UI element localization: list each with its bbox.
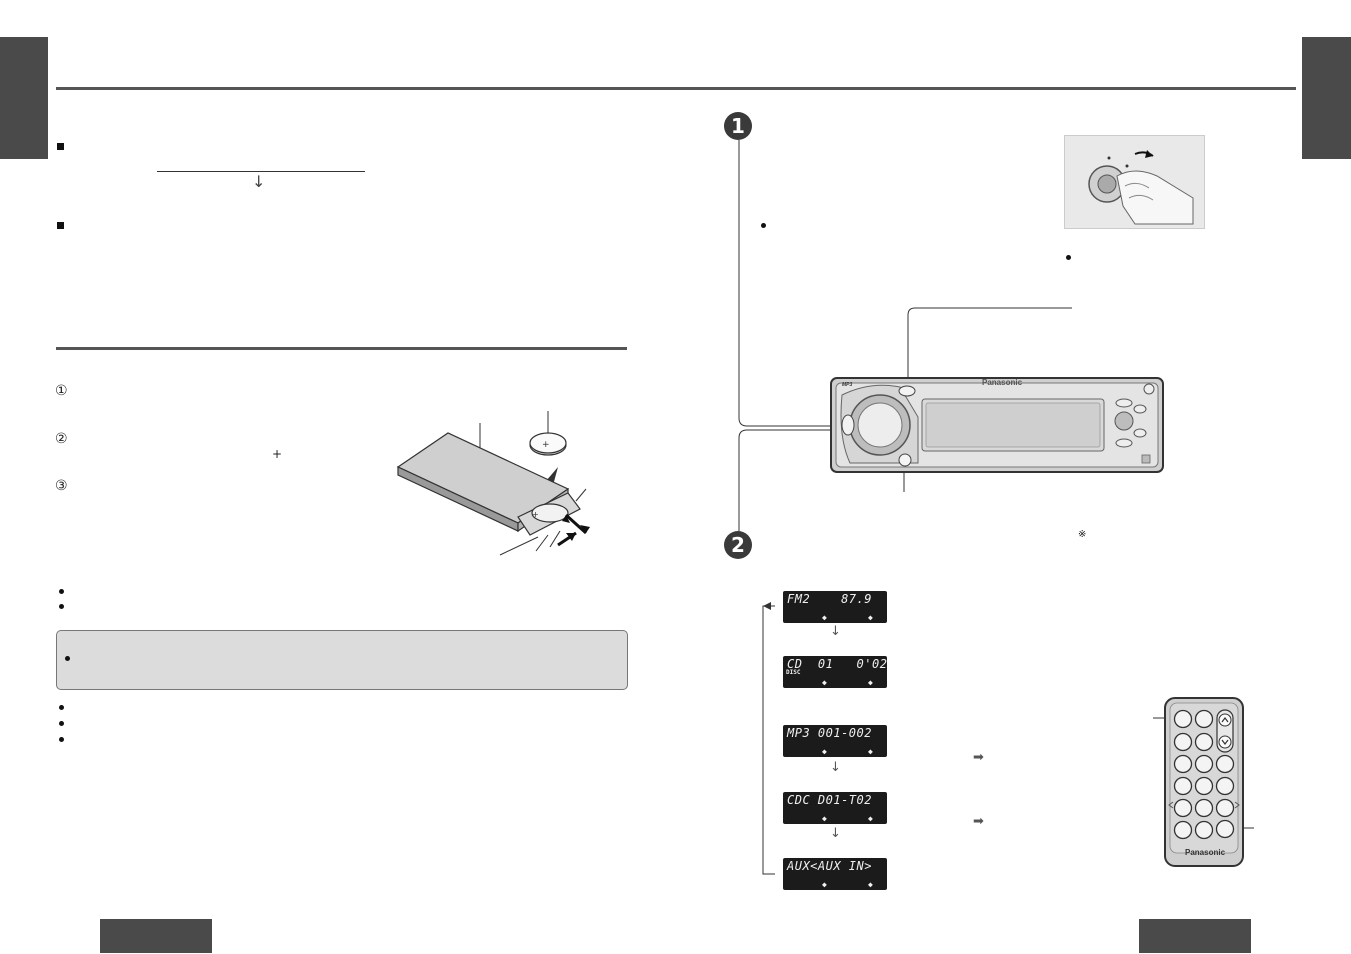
- right-side-tab: [1302, 37, 1351, 159]
- display-fm-text: FM2 87.9: [787, 592, 872, 606]
- display-mp3: MP3 001-002 ◆ ◆: [783, 725, 887, 757]
- flow-arrow-icon: ↓: [830, 760, 841, 775]
- down-arrow-icon: ↓: [252, 172, 266, 191]
- left-side-tab: [0, 37, 48, 159]
- page-number-tab-left: [100, 919, 212, 953]
- head-unit-badge: MP3: [842, 382, 853, 388]
- caution-note-box: [56, 630, 628, 690]
- head-unit-brand: Panasonic: [982, 378, 1023, 387]
- step-badge-1: 1: [724, 112, 752, 140]
- battery-replacement-illustration: + +: [396, 411, 590, 556]
- header-rule: [56, 87, 1296, 90]
- bullet-dot: [59, 721, 64, 726]
- plus-sign: +: [272, 447, 283, 461]
- bullet-dot: [59, 604, 64, 609]
- display-cd: CD 01 0'02 DISC ◆ ◆: [783, 656, 887, 688]
- display-arrow: ◆: [868, 880, 873, 889]
- head-unit-illustration: [830, 377, 1164, 473]
- bullet-dot: [1066, 255, 1071, 260]
- step-1-number: ①: [55, 383, 68, 399]
- display-arrow: ◆: [822, 814, 827, 823]
- svg-text:+: +: [532, 510, 539, 519]
- remote-control-illustration: [1164, 697, 1244, 867]
- display-arrow: ◆: [868, 678, 873, 687]
- bullet-dot: [59, 589, 64, 594]
- display-arrow: ◆: [868, 814, 873, 823]
- display-arrow: ◆: [822, 678, 827, 687]
- display-fm: FM2 87.9 ◆ ◆: [783, 591, 887, 623]
- section-rule: [56, 347, 627, 350]
- display-arrow: ◆: [822, 613, 827, 622]
- bullet-dot: [59, 705, 64, 710]
- display-arrow: ◆: [822, 747, 827, 756]
- display-cd-sub: DISC: [786, 669, 801, 676]
- bullet-dot: [59, 737, 64, 742]
- step-badge-2: 2: [724, 531, 752, 559]
- remote-brand: Panasonic: [1185, 848, 1226, 857]
- display-cdc-text: CDC D01-T02: [787, 793, 872, 807]
- section-bullet-1: [57, 143, 64, 150]
- section-bullet-2: [57, 222, 64, 229]
- page-number-tab-right: [1139, 919, 1251, 953]
- note-mark: ※: [1078, 529, 1087, 540]
- svg-text:+: +: [542, 440, 550, 450]
- display-aux: AUX<AUX IN> ◆ ◆: [783, 858, 887, 890]
- bullet-dot: [65, 656, 70, 661]
- display-cdc: CDC D01-T02 ◆ ◆: [783, 792, 887, 824]
- step-2-number: ②: [55, 431, 68, 447]
- display-arrow: ◆: [868, 747, 873, 756]
- flow-arrow-icon: ↓: [830, 624, 841, 639]
- display-arrow: ◆: [868, 613, 873, 622]
- display-cd-text: CD 01 0'02: [787, 657, 888, 671]
- right-arrow-icon: ➡: [973, 750, 984, 765]
- display-aux-text: AUX<AUX IN>: [787, 859, 872, 873]
- flow-arrow-icon: ↓: [830, 826, 841, 841]
- right-arrow-icon: ➡: [973, 814, 984, 829]
- ignition-key-photo: [1064, 135, 1205, 229]
- step-3-number: ③: [55, 478, 68, 494]
- display-mp3-text: MP3 001-002: [787, 726, 872, 740]
- bullet-dot: [761, 223, 766, 228]
- display-arrow: ◆: [822, 880, 827, 889]
- underline-rule: [157, 171, 365, 172]
